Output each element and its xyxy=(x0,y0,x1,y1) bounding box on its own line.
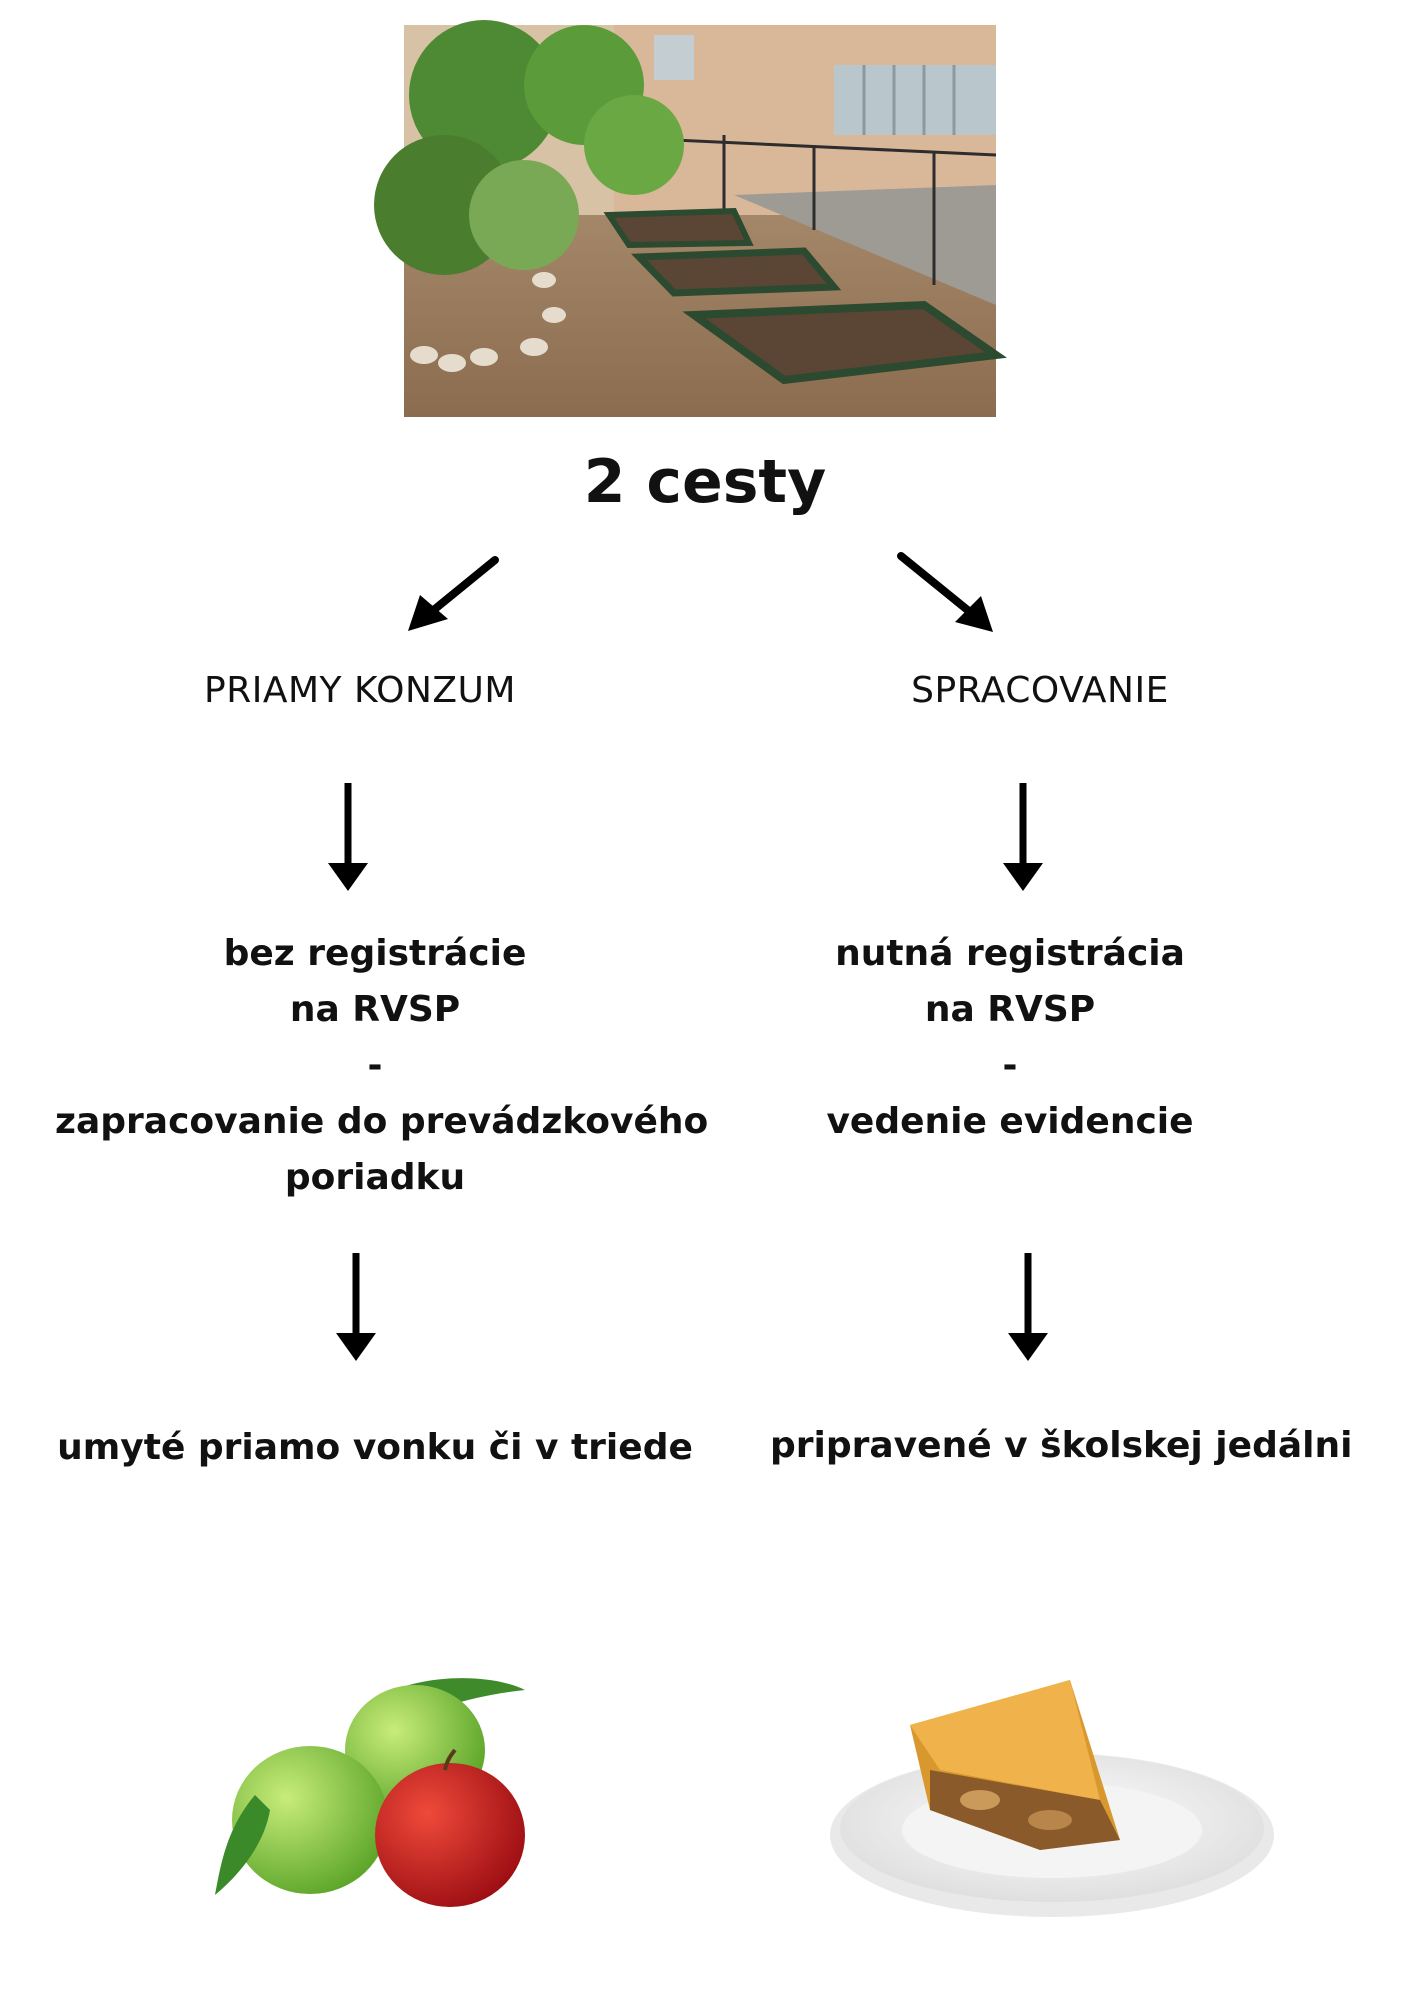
right-branch-heading: SPRACOVANIE xyxy=(911,670,1169,711)
left-description: bez registrácie na RVSP - zapracovanie d… xyxy=(55,926,709,1206)
arrow-down-icon xyxy=(1003,783,1043,891)
apples-image xyxy=(215,1678,525,1907)
description-line: zapracovanie do prevádzkového xyxy=(55,1101,709,1142)
arrow-down-icon xyxy=(1008,1253,1048,1361)
description-line: - xyxy=(1002,1045,1018,1086)
right-description: nutná registrácia na RVSP - vedenie evid… xyxy=(790,926,1230,1150)
description-line: poriadku xyxy=(284,1157,466,1198)
left-result: umyté priamo vonku či v triede xyxy=(57,1427,693,1468)
arrow-down-icon xyxy=(336,1253,376,1361)
right-result: pripravené v školskej jedálni xyxy=(770,1425,1353,1466)
left-branch-heading: PRIAMY KONZUM xyxy=(204,670,516,711)
description-line: na RVSP xyxy=(289,989,461,1030)
arrow-down-right-icon xyxy=(897,552,993,632)
arrow-down-icon xyxy=(328,783,368,891)
garden-photo xyxy=(374,20,1007,417)
description-line: na RVSP xyxy=(924,989,1096,1030)
arrow-down-left-icon xyxy=(408,556,499,631)
description-line: vedenie evidencie xyxy=(826,1101,1194,1142)
description-line: bez registrácie xyxy=(223,933,527,974)
pie-on-plate-image xyxy=(830,1680,1274,1917)
description-line: nutná registrácia xyxy=(835,933,1185,974)
description-line: - xyxy=(367,1045,383,1086)
diagram-title: 2 cesty xyxy=(583,447,827,517)
